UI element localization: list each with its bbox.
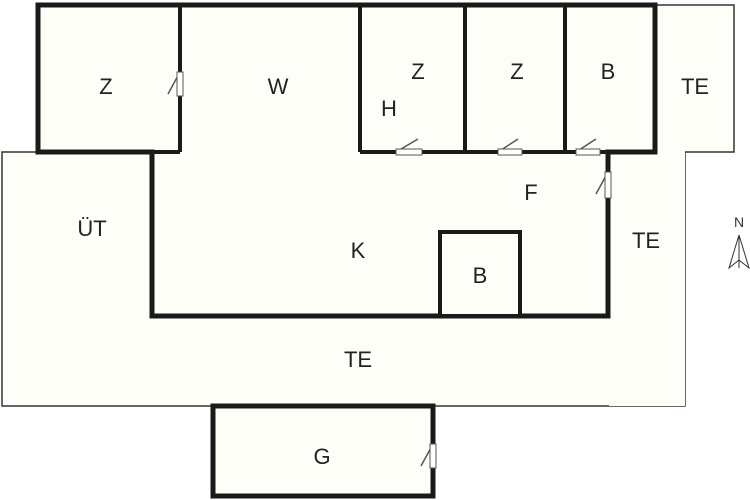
door-z-west-gap xyxy=(176,71,184,97)
north-arrow-icon: N xyxy=(728,214,750,270)
label-k: K xyxy=(351,238,366,263)
label-b-upper: B xyxy=(601,59,616,84)
garage-walls xyxy=(210,403,436,499)
label-f: F xyxy=(524,180,537,205)
label-w: W xyxy=(268,74,289,99)
label-ut: ÜT xyxy=(77,216,106,241)
label-b-lower: B xyxy=(473,263,488,288)
label-g: G xyxy=(313,444,330,469)
label-te-ne: TE xyxy=(681,74,709,99)
terrace-northeast xyxy=(654,4,735,153)
bathroom-lower-walls xyxy=(438,230,522,318)
label-te-south: TE xyxy=(344,347,372,372)
door-terrace-east-gap xyxy=(604,171,612,199)
label-z-east: Z xyxy=(510,59,523,84)
door-h-gap xyxy=(395,148,423,156)
label-z-west: Z xyxy=(99,74,112,99)
room-labels: Z W Z H Z B TE ÜT K F B TE TE G xyxy=(77,59,709,469)
interior-walls xyxy=(38,5,655,154)
label-z-middle: Z xyxy=(411,59,424,84)
label-te-east: TE xyxy=(632,228,660,253)
door-garage-gap xyxy=(429,443,437,469)
doors xyxy=(167,71,612,469)
compass-label: N xyxy=(734,214,744,230)
door-z-middle-gap xyxy=(497,148,523,156)
door-b-upper-gap xyxy=(575,148,601,156)
terrace-east-strip xyxy=(609,150,685,406)
label-h: H xyxy=(381,96,397,121)
